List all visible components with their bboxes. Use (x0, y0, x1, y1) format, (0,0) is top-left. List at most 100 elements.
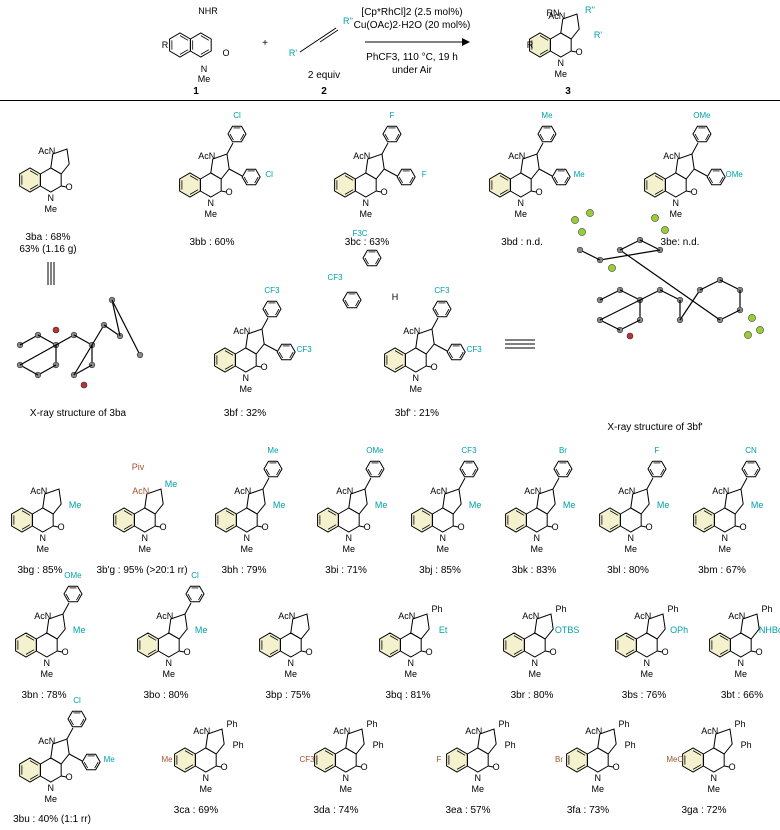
cmpd-3ca-pyridone-ring (194, 747, 217, 773)
xray-3bf-fluorine-atom (756, 326, 764, 334)
cmpd-3bh-c2-aryl-substituent: Me (267, 446, 279, 455)
reactant1-pyridone-ring (189, 32, 212, 58)
cmpd-3bj-carbonyl-label: O (458, 522, 465, 532)
cmpd-3be-c3-aryl-substituent: OMe (726, 170, 744, 179)
label-3bl: 3bl : 80% (607, 565, 649, 576)
cmpd-3ga-c3-label: Ph (741, 740, 752, 750)
reactant1-benzo-ring (169, 32, 191, 58)
cmpd-3bd-c3-aryl-substituent: Me (574, 170, 586, 179)
cmpd-3be-pyrrole-ring (675, 153, 695, 180)
cmpd-3bl-c3-label: Me (657, 500, 670, 510)
cmpd-3bl-nme-label: Me (625, 544, 638, 554)
cmpd-3bk-benzo-ring (505, 507, 527, 533)
cmpd-3ea-benzo-ring (446, 747, 468, 773)
xray-caption-3ba: X-ray structure of 3ba (29, 408, 127, 419)
cmpd-3br-acn-label: AcN (522, 611, 539, 621)
reactant1-r-label: R (162, 40, 169, 50)
cmpd-3br-pyridone-ring (523, 632, 546, 658)
label-3bc: 3bc : 63% (344, 237, 390, 248)
xray-3ba-atom (136, 351, 144, 359)
cmpd-3bo-c2-aryl-substituent: Cl (191, 571, 199, 580)
label-3da: 3da : 74% (313, 805, 359, 816)
cmpd-3bs-c3-label: OPh (670, 625, 688, 635)
cmpd-3bf-prime-acn-label: AcN (403, 326, 420, 336)
cmpd-3bl-acn-label: AcN (618, 486, 635, 496)
cmpd-3bt-pyridone-ring (729, 632, 752, 658)
cmpd-3bf-carbonyl-label: O (261, 362, 268, 372)
cmpd-3bq-acn-label: AcN (398, 611, 415, 621)
xray-3bf-fluorine-atom (744, 331, 752, 339)
cmpd-3bq-c3-label: Et (439, 625, 448, 635)
label-3bi: 3bi : 71% (325, 565, 367, 576)
cmpd-3ca-benzo-ring (174, 747, 196, 773)
cmpd-3bu-c3-aryl-ring (81, 753, 101, 771)
cmpd-3bu-c3-aryl-substituent: Me (104, 755, 116, 764)
cmpd-3bc-acn-label: AcN (353, 151, 370, 161)
cmpd-3da-acn-label: AcN (333, 726, 350, 736)
cmpd-3fa-benzo-ring (566, 747, 588, 773)
cmpd-3bq-pyrrole-ring (410, 613, 430, 640)
cmpd-3be-nme-label: Me (670, 209, 683, 219)
label-3bn: 3bn : 78% (21, 690, 67, 701)
cmpd-3bj-pyrrole-ring (442, 488, 462, 515)
3bf-prime-aryl-a (362, 249, 382, 267)
cmpd-3bh-pyrrole-ring (246, 488, 266, 515)
cmpd-3bg-pyrrole-ring (42, 488, 62, 515)
cmpd-3da-n-label: N (343, 773, 350, 783)
cmpd-3bp-acn-label: AcN (278, 611, 295, 621)
label-3bm: 3bm : 67% (698, 565, 746, 576)
reactant1-nhr-label: NHR (198, 6, 218, 16)
cmpd-3da-pyrrole-ring (345, 728, 365, 755)
cmpd-3bc-nme-label: Me (360, 209, 373, 219)
xray-3bf-fluorine-atom (661, 226, 669, 234)
cmpd-3bh-benzo-ring (215, 507, 237, 533)
cmpd-3fa-ring-substituent: Br (555, 755, 563, 764)
cmpd-3bj-c3-label: Me (469, 500, 482, 510)
xray-3bf-fluorine-atom (748, 314, 756, 322)
cmpd-3bp-benzo-ring (259, 632, 281, 658)
cmpd-3ca-acn-label: AcN (193, 726, 210, 736)
cmpd-3bm-nme-label: Me (719, 544, 732, 554)
catalyst-condition: [Cp*RhCl]2 (2.5 mol%) (361, 7, 463, 18)
cmpd-3bb-pyrrole-ring (210, 153, 230, 180)
cmpd-3ea-n-label: N (475, 773, 482, 783)
cmpd-3bu-pyrrole-ring (50, 738, 70, 765)
xray-3bf-fluorine-atom (608, 264, 616, 272)
cmpd-3bi-pyridone-ring (337, 507, 360, 533)
cmpd-3bl-pyridone-ring (619, 507, 642, 533)
cmpd-3bk-n-label: N (534, 533, 541, 543)
cmpd-3b-prime-g-nme-label: Me (139, 544, 152, 554)
cmpd-3b-prime-g-benzo-ring (113, 507, 135, 533)
cmpd-3bk-c3-label: Me (563, 500, 576, 510)
cmpd-3ga-pyridone-ring (702, 747, 725, 773)
cmpd-3bs-pyrrole-ring (646, 613, 666, 640)
cmpd-3bf-prime-n-label: N (413, 373, 420, 383)
cmpd-3ga-nme-label: Me (708, 784, 721, 794)
cmpd-3bf-prime-carbonyl-label: O (431, 362, 438, 372)
cmpd-3bk-c2-aryl-ring (553, 460, 573, 478)
label-3bu: 3bu : 40% (1:1 rr) (13, 814, 91, 825)
cmpd-3bm-pyridone-ring (713, 507, 736, 533)
cmpd-3ba-carbonyl-label: O (66, 182, 73, 192)
cmpd-3bf-acn-label: AcN (233, 326, 250, 336)
cmpd-3bq-benzo-ring (379, 632, 401, 658)
cmpd-3bs-carbonyl-label: O (662, 647, 669, 657)
cmpd-3bg-n-label: N (40, 533, 47, 543)
label-3bf: 3bf : 32% (223, 408, 267, 419)
cmpd-3bg-acn-label: AcN (30, 486, 47, 496)
cmpd-3ga-c2-label: Ph (734, 719, 745, 729)
cmpd-3bg-nme-label: Me (37, 544, 50, 554)
cmpd-3bt-c2-label: Ph (761, 604, 772, 614)
cmpd-3ca-c2-label: Ph (226, 719, 237, 729)
cmpd-3be-c2-aryl-ring (692, 125, 712, 143)
cmpd-3be-carbonyl-label: O (691, 187, 698, 197)
cmpd-3bf-c3-aryl-ring (276, 343, 296, 361)
alkyne-r1-label: R' (289, 48, 297, 58)
cmpd-3bn-n-label: N (44, 658, 51, 668)
xray-3bf-oxygen-atom (626, 332, 634, 340)
cmpd-3be-benzo-ring (644, 172, 666, 198)
cmpd-3bt-nme-label: Me (735, 669, 748, 679)
3bf-prime-cf3-left: CF3 (327, 273, 343, 282)
cmpd-3bt-acn-label: AcN (728, 611, 745, 621)
